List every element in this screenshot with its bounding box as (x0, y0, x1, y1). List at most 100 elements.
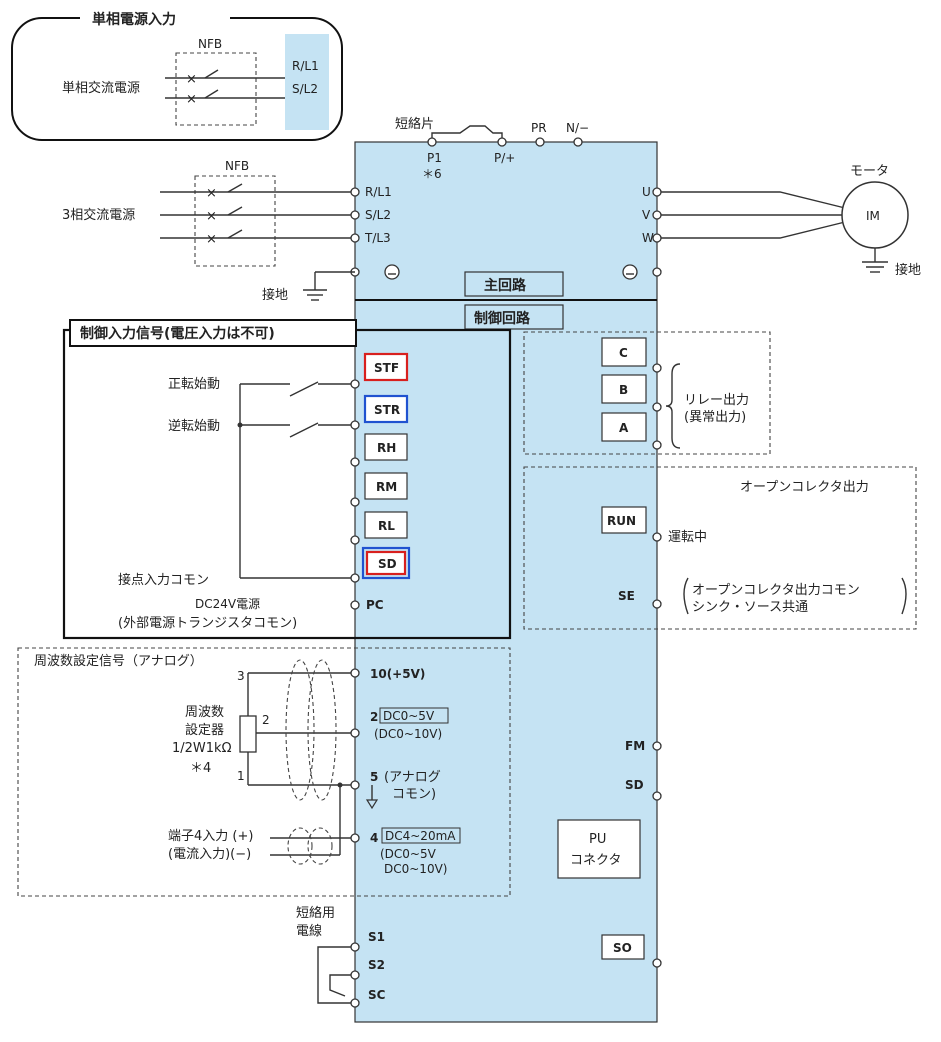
contact-common-label: 接点入力コモン (118, 572, 209, 588)
note-6: ＊6 (422, 167, 442, 181)
pot-label-2: 設定器 (185, 722, 224, 738)
dc24-label-2: (外部電源トランジスタコモン) (118, 616, 297, 631)
terminal-sc: SC (368, 988, 386, 1002)
terminal-rh: RH (377, 441, 396, 455)
svg-text:×: × (186, 72, 197, 87)
terminal-nminus: N/− (566, 121, 589, 135)
terminal-sd-input: SD (378, 557, 397, 571)
short-wire-label-1: 短絡用 (296, 905, 335, 921)
control-circuit-label: 制御回路 (474, 310, 531, 327)
relay-c: C (619, 346, 628, 360)
terminal-rl: RL (378, 519, 395, 533)
input4-label-1: 端子4入力 (+) (168, 829, 253, 844)
input4-label-2: (電流入力)(−) (168, 847, 251, 862)
terminal-2-range-1: DC0~5V (383, 709, 435, 723)
single-phase-r: R/L1 (292, 59, 319, 73)
pot-pin3: 3 (237, 669, 245, 683)
pot-pin2: 2 (262, 713, 270, 727)
terminal-box-sd (365, 550, 407, 576)
svg-text:×: × (206, 232, 217, 247)
terminal-pplus: P/+ (494, 151, 515, 165)
terminal-s2: S2 (368, 958, 385, 972)
terminal-str: STR (374, 403, 400, 417)
relay-label-1: リレー出力 (684, 393, 749, 408)
terminal-fm: FM (625, 739, 645, 753)
relay-a: A (619, 421, 629, 435)
terminal-4-range-2: (DC0~5V (380, 847, 437, 861)
terminal-box-stf (363, 352, 409, 382)
single-phase-nfb: NFB (198, 37, 222, 51)
relay-frame (523, 331, 771, 455)
relay-b: B (619, 383, 628, 397)
svg-text:×: × (206, 209, 217, 224)
running-label: 運転中 (668, 530, 707, 545)
single-phase-source: 単相交流電源 (62, 80, 140, 96)
pot-label-3: 1/2W1kΩ (172, 741, 232, 756)
three-phase-source: 3相交流電源 (62, 207, 135, 223)
terminal-pr: PR (531, 121, 547, 135)
reverse-start-label: 逆転始動 (168, 418, 220, 434)
terminal-r-l1: R/L1 (365, 185, 392, 199)
jumper-label: 短絡片 (395, 116, 434, 132)
se-desc-2: シンク・ソース共通 (692, 600, 808, 615)
motor-ground-label: 接地 (895, 262, 921, 278)
terminal-box-str (363, 394, 409, 424)
terminal-10: 10(+5V) (370, 667, 425, 681)
input-ground-label: 接地 (262, 287, 288, 303)
analog-frame (17, 647, 511, 897)
short-wire-label-2: 電線 (296, 923, 322, 939)
terminal-se: SE (618, 589, 635, 603)
control-input-title: 制御入力信号(電圧入力は不可) (80, 325, 275, 342)
terminal-4-range-3: DC0~10V) (384, 862, 447, 876)
relay-label-2: (異常出力) (684, 410, 746, 425)
motor-side-ground-icon (622, 264, 638, 280)
potentiometer-icon (239, 715, 257, 753)
terminal-5: 5 (370, 770, 378, 784)
pot-label-1: 周波数 (185, 705, 224, 720)
terminal-sd-output: SD (625, 778, 644, 792)
terminal-w: W (642, 231, 654, 245)
open-collector-frame (523, 466, 917, 630)
note-4: ＊4 (190, 761, 211, 776)
svg-text:×: × (206, 186, 217, 201)
single-phase-terminal-panel (285, 34, 329, 130)
pu-label-1: PU (589, 832, 606, 847)
terminal-5-desc-2: コモン) (392, 787, 436, 802)
terminal-t-l3: T/L3 (364, 231, 391, 245)
motor-im: IM (866, 209, 880, 223)
terminal-v: V (642, 208, 651, 222)
terminal-s1: S1 (368, 930, 385, 944)
terminal-rm: RM (376, 480, 397, 494)
pu-connector (557, 819, 641, 879)
ground-icon (384, 264, 400, 280)
terminal-u: U (642, 185, 651, 199)
svg-text:×: × (186, 92, 197, 107)
terminal-pc: PC (366, 598, 384, 612)
terminal-box-sd-outer (361, 546, 411, 580)
terminal-5-desc-1: (アナログ (384, 770, 441, 785)
terminal-stf: STF (374, 361, 399, 375)
open-collector-title: オープンコレクタ出力 (740, 480, 869, 495)
terminal-run: RUN (607, 514, 636, 528)
terminal-2-range-2: (DC0~10V) (374, 727, 442, 741)
single-phase-title: 単相電源入力 (92, 11, 176, 28)
three-phase-nfb: NFB (225, 159, 249, 173)
terminal-2: 2 (370, 710, 378, 724)
terminal-4-range-1: DC4~20mA (385, 829, 456, 843)
forward-start-label: 正転始動 (168, 377, 220, 392)
pu-label-2: コネクタ (570, 853, 621, 868)
motor-label: モータ (850, 164, 889, 179)
pot-pin1: 1 (237, 769, 245, 783)
terminal-s-l2: S/L2 (365, 208, 391, 222)
terminal-4: 4 (370, 831, 378, 845)
analog-title: 周波数設定信号（アナログ） (34, 653, 203, 669)
terminal-so: SO (613, 941, 632, 955)
main-circuit-label: 主回路 (484, 277, 527, 294)
dc24-label-1: DC24V電源 (195, 597, 260, 611)
short-wire-s1-sc (317, 946, 351, 1004)
terminal-p1: P1 (427, 151, 442, 165)
single-phase-s: S/L2 (292, 82, 318, 96)
short-wire-s2 (329, 974, 351, 997)
se-desc-1: オープンコレクタ出力コモン (692, 583, 860, 598)
